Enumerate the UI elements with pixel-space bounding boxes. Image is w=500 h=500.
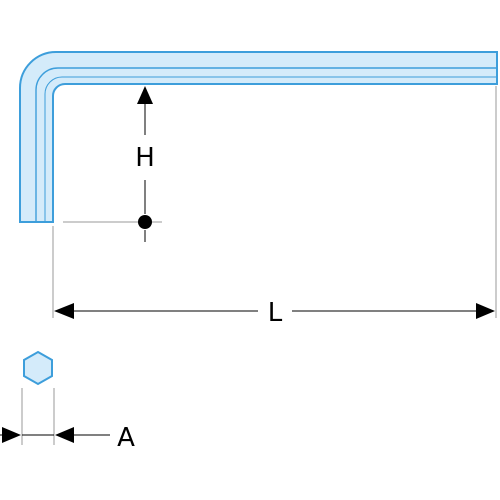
length-label: L bbox=[268, 298, 283, 328]
height-label: H bbox=[135, 143, 155, 173]
length-dimension: L bbox=[52, 86, 497, 328]
across-flats-arrowhead-left bbox=[2, 427, 21, 443]
hex-cross-section bbox=[23, 350, 53, 386]
hex-key-facet-line-inner bbox=[44, 76, 497, 222]
hex-key-outline bbox=[19, 51, 498, 223]
hex-key-body bbox=[19, 51, 498, 223]
height-arrowhead-up bbox=[137, 86, 153, 104]
across-flats-arrowhead-right bbox=[55, 427, 74, 443]
height-reference-point bbox=[138, 215, 152, 229]
across-flats-label: A bbox=[117, 423, 135, 453]
height-dimension: H bbox=[63, 86, 162, 242]
length-arrowhead-left bbox=[54, 303, 74, 319]
length-arrowhead-right bbox=[476, 303, 495, 319]
hex-key-facet-line-outer bbox=[35, 67, 497, 222]
across-flats-dimension: A bbox=[0, 388, 135, 453]
